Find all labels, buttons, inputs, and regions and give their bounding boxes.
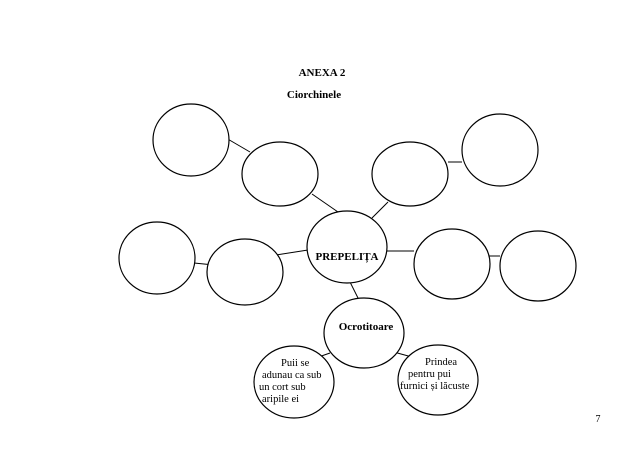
connector-center-left [275, 249, 309, 256]
leaf-node-right [397, 344, 479, 416]
leaf-left-line: adunau ca sub [262, 370, 321, 381]
connector-upper-left-pair [225, 137, 251, 153]
connector-center-upper-right [371, 201, 389, 219]
leaf-node-left-text: Puii se adunau ca sub un cort sub aripil… [259, 358, 321, 405]
empty-bubble-right [413, 228, 491, 300]
leaf-right-line: Prindea [425, 357, 457, 368]
leaf-node-left [253, 345, 335, 419]
empty-bubble-upper-left [241, 141, 319, 207]
leaf-node-right-text: Prindea pentru pui furnici și lăcuste [400, 357, 470, 392]
annex-title: ANEXA 2 [299, 67, 346, 79]
empty-bubble-top-right [461, 113, 539, 187]
diagram-subtitle: Ciorchinele [287, 89, 341, 101]
empty-bubble-left [206, 238, 284, 306]
branch-node [323, 297, 405, 369]
leaf-right-line: furnici și lăcuste [400, 381, 470, 392]
connector-center-upper-left [311, 193, 339, 213]
empty-bubble-far-left [118, 221, 196, 295]
center-node-label: PREPELIȚA [316, 251, 379, 263]
leaf-left-line: Puii se [281, 358, 310, 369]
leaf-left-line: aripile ei [262, 394, 299, 405]
leaf-right-line: pentru pui [408, 369, 451, 380]
branch-node-label: Ocrotitoare [339, 321, 394, 333]
empty-bubble-upper-right [371, 141, 449, 207]
page-number: 7 [596, 414, 601, 425]
center-node [306, 210, 388, 284]
empty-bubble-top-left [152, 103, 230, 177]
leaf-left-line: un cort sub [259, 382, 306, 393]
empty-bubble-far-right [499, 230, 577, 302]
